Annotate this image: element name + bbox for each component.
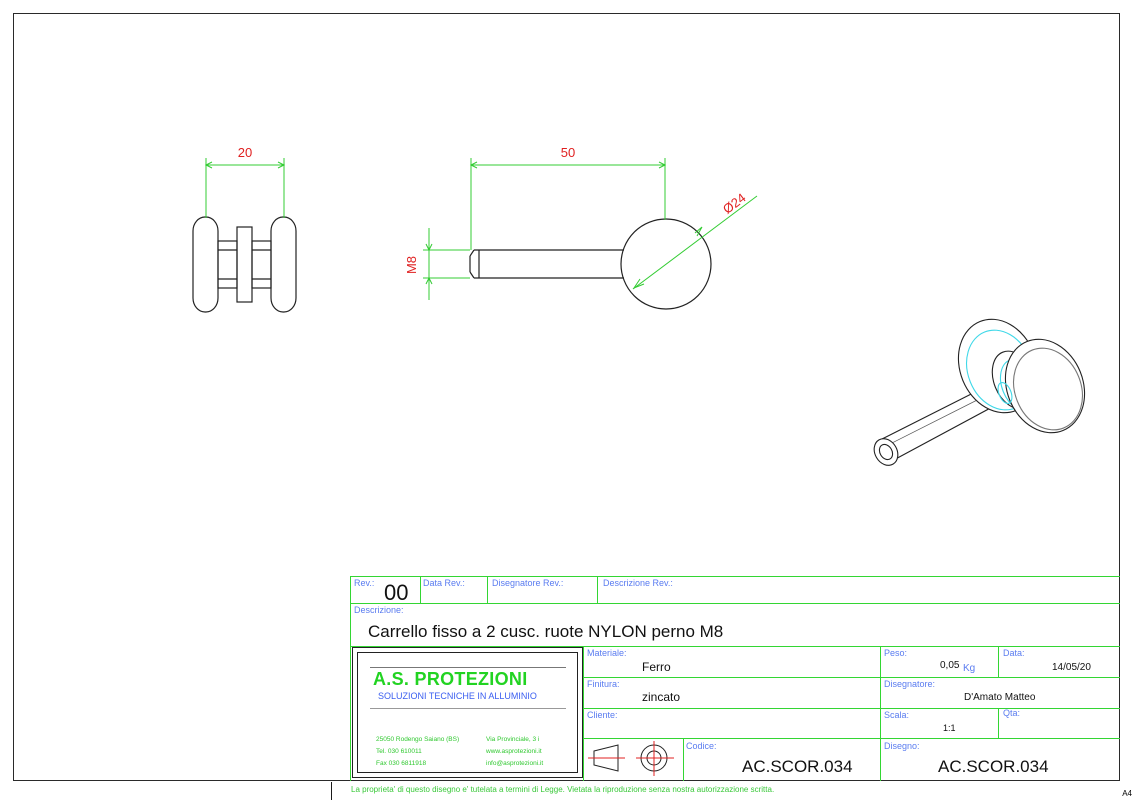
dim-length-side — [469, 158, 667, 250]
company-logo-box: A.S. PROTEZIONI SOLUZIONI TECNICHE IN AL… — [352, 647, 583, 778]
scala-label: Scala: — [884, 710, 910, 720]
drawing-frame — [13, 13, 1120, 781]
disegno-value: AC.SCOR.034 — [938, 757, 1049, 776]
dim-diameter — [632, 195, 758, 290]
company-tel: Tel. 030 610011 — [376, 748, 422, 755]
descrizione-value: Carrello fisso a 2 cusc. ruote NYLON per… — [368, 622, 724, 641]
peso-label: Peso: — [884, 648, 908, 658]
dim-thread — [423, 228, 470, 300]
materiale-label: Materiale: — [587, 648, 627, 658]
dim-width-front-label: 20 — [238, 145, 252, 160]
peso-value: 0,05 — [940, 660, 960, 671]
dim-width-front — [204, 158, 286, 218]
company-fax: Fax 030 6811918 — [376, 760, 427, 767]
rev-value: 00 — [384, 580, 409, 605]
copyright-notice: La proprieta' di questo disegno e' tutel… — [351, 785, 775, 794]
iso-view — [873, 318, 1086, 466]
sheet-size-label: A4 — [1122, 789, 1132, 798]
finitura-value: zincato — [642, 690, 681, 704]
finitura-label: Finitura: — [587, 679, 620, 689]
title-block — [350, 576, 1120, 781]
data-rev-label: Data Rev.: — [423, 578, 465, 588]
codice-label: Codice: — [686, 741, 717, 751]
footer-divider — [331, 782, 332, 800]
materiale-value: Ferro — [642, 660, 671, 674]
data-value: 14/05/20 — [1052, 662, 1091, 673]
descrizione-rev-label: Descrizione Rev.: — [603, 578, 673, 588]
company-street: Via Provinciale, 3 i — [486, 736, 540, 743]
data-label: Data: — [1003, 648, 1025, 658]
peso-unit: Kg — [963, 663, 976, 674]
disegnatore-value: D'Amato Matteo — [964, 692, 1036, 703]
company-tagline: SOLUZIONI TECNICHE IN ALLUMINIO — [378, 691, 537, 701]
projection-symbol-icon — [588, 741, 674, 776]
rev-label: Rev.: — [354, 578, 375, 588]
dim-length-side-label: 50 — [561, 145, 575, 160]
side-view — [469, 218, 712, 310]
dim-thread-label: M8 — [404, 256, 419, 274]
disegnatore-rev-label: Disegnatore Rev.: — [492, 578, 564, 588]
disegnatore-label: Disegnatore: — [884, 679, 936, 689]
company-address: 25050 Rodengo Saiano (BS) — [376, 736, 460, 743]
front-view — [192, 216, 297, 313]
dim-diameter-label: Ø24 — [720, 190, 749, 217]
company-email: info@asprotezioni.it — [486, 760, 544, 767]
codice-value: AC.SCOR.034 — [742, 757, 853, 776]
company-name: A.S. PROTEZIONI — [373, 669, 528, 689]
company-web: www.asprotezioni.it — [486, 748, 542, 755]
qta-label: Qta: — [1003, 708, 1021, 718]
cliente-label: Cliente: — [587, 710, 618, 720]
disegno-label: Disegno: — [884, 741, 920, 751]
descrizione-label: Descrizione: — [354, 605, 404, 615]
scala-value: 1:1 — [943, 723, 956, 733]
